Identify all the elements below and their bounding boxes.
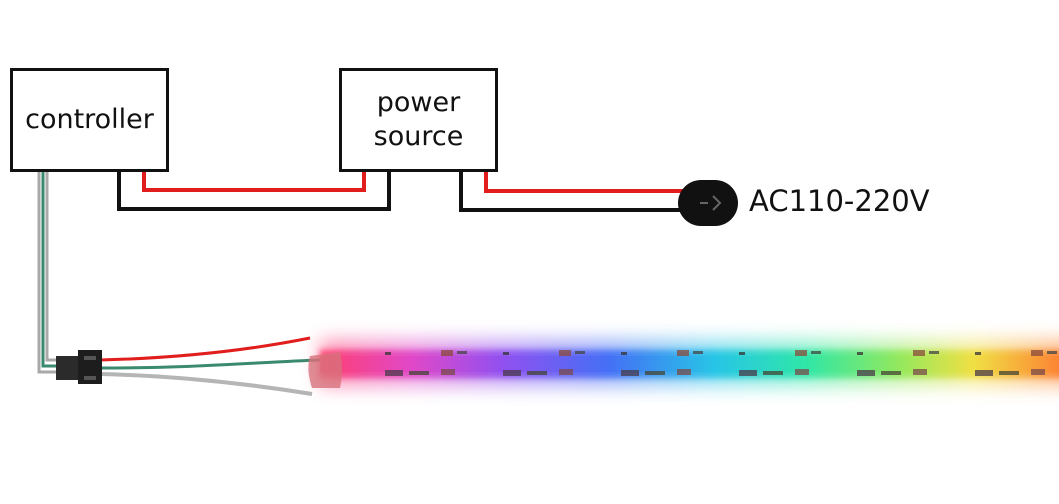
led-chip (621, 350, 703, 376)
led-strip-icon (308, 340, 1059, 388)
strip-leads (99, 336, 321, 396)
power-source-box: power source (339, 68, 498, 172)
connector-icon (56, 350, 102, 384)
ac-voltage-label: AC110-220V (749, 184, 930, 218)
signal-cable (37, 172, 60, 374)
led-chip (385, 350, 467, 376)
led-chips (385, 350, 1057, 376)
power-source-label: power source (373, 87, 464, 152)
controller-label: controller (25, 104, 154, 135)
wall-plug-icon (678, 180, 738, 226)
led-chip (857, 350, 939, 376)
led-chip (739, 350, 821, 376)
led-chip (503, 350, 585, 376)
controller-box: controller (10, 68, 169, 172)
led-chip (975, 350, 1057, 376)
controller-power-wires (117, 172, 391, 211)
power-plug-wires (459, 172, 690, 212)
